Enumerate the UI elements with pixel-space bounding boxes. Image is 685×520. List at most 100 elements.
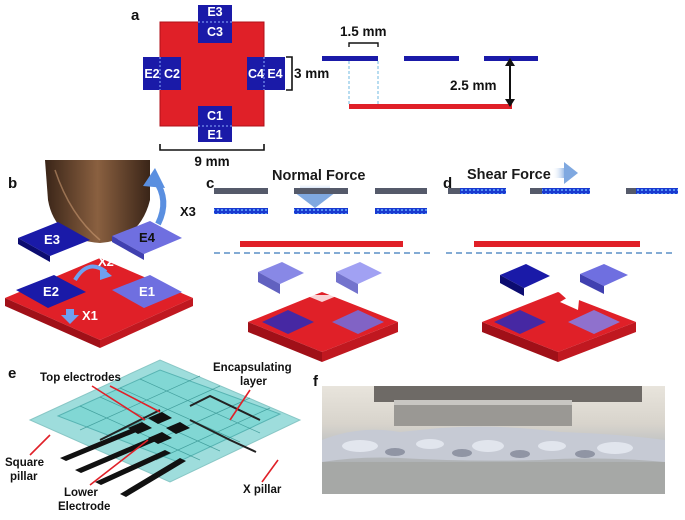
panel-letter-c: c <box>206 175 214 192</box>
d-base-pad-right <box>568 310 620 334</box>
arrow-x-pillar <box>261 459 279 483</box>
label-square-pillar-2: pillar <box>10 471 38 483</box>
lower-electrode-traces <box>60 412 190 497</box>
d-float-pad-2-side <box>580 274 604 294</box>
width-bracket <box>159 144 265 151</box>
c-base-top <box>248 292 398 352</box>
label-C1: C1 <box>207 109 223 123</box>
shear-force-title: Shear Force <box>467 167 551 183</box>
c-top-layer-3 <box>375 188 427 194</box>
c-press-arrow <box>305 295 339 302</box>
d-shear-arrow-head <box>560 290 580 310</box>
label-X1: X1 <box>82 308 98 323</box>
base-right-side <box>100 298 193 348</box>
d-base-top <box>482 292 636 352</box>
shear-arrow-shaft <box>552 168 566 178</box>
panel-letter-f: f <box>313 373 319 390</box>
top-electrode-bar-2 <box>404 56 459 61</box>
x3-arrowhead <box>143 168 165 188</box>
panel-letter-e: e <box>8 365 16 382</box>
pad-E2 <box>16 275 86 308</box>
panel-e: e Top <box>5 359 302 513</box>
arrow-top-electrodes-2 <box>109 385 161 413</box>
panel-c: c Normal Force <box>206 168 430 362</box>
label-X2: X2 <box>98 254 114 269</box>
d-base-right <box>558 322 636 362</box>
arrow-encapsulating <box>229 389 251 421</box>
d-base-pad-left <box>494 310 546 334</box>
shear-arrow-head <box>564 162 578 184</box>
finger-highlight <box>54 169 101 241</box>
d-float-pad-1 <box>500 264 550 288</box>
c-blue-layer-3 <box>375 208 427 214</box>
panel-d: d Shear Force <box>443 162 678 362</box>
c-base-right <box>322 322 398 362</box>
x2-arrowhead <box>100 266 112 280</box>
electrode-pad-bottom <box>198 106 232 142</box>
top-electrode-bar-3 <box>484 56 538 61</box>
label-encapsulating-2: layer <box>240 376 267 388</box>
pad-label: 3 mm <box>294 66 329 81</box>
gap-label: 1.5 mm <box>340 24 387 39</box>
c-blue-layer-1 <box>214 208 268 214</box>
label-E4: E4 <box>267 67 282 81</box>
c-blue-layer-2 <box>294 208 348 214</box>
bottom-electrode-bar <box>349 104 512 109</box>
c-base-pad-left <box>262 310 314 334</box>
width-label: 9 mm <box>194 154 229 169</box>
label-E3: E3 <box>207 5 222 19</box>
pad-E3 <box>18 222 90 256</box>
label-encapsulating-1: Encapsulating <box>213 362 292 374</box>
label-E2-b: E2 <box>43 284 59 299</box>
pad-E1 <box>112 275 182 308</box>
c-float-pad-2 <box>336 262 382 284</box>
photo-block-highlight <box>394 400 572 405</box>
panel-letter-d: d <box>443 175 452 192</box>
pad-E4 <box>112 221 182 254</box>
label-X3: X3 <box>180 204 196 219</box>
photo-table-surface <box>322 462 665 494</box>
pad-E4-side <box>112 236 144 260</box>
c-base-left <box>248 322 322 362</box>
height-arrow-up <box>505 58 515 66</box>
c-top-layer-2 <box>294 188 348 194</box>
label-E1-b: E1 <box>139 284 155 299</box>
label-top-electrodes: Top electrodes <box>40 372 121 384</box>
height-arrow-down <box>505 99 515 107</box>
panel-f: f <box>313 373 665 494</box>
c-float-pad-1 <box>258 262 304 284</box>
label-E4-b: E4 <box>139 230 156 245</box>
label-lower-electrode-1: Lower <box>64 487 98 499</box>
pad-E3-side <box>18 238 50 262</box>
panel-a: a E3 C3 E2 C2 C4 E4 C1 E1 9 mm 3 mm 1.5 … <box>131 5 538 169</box>
normal-force-title: Normal Force <box>272 168 365 184</box>
electrode-pad-left <box>143 57 181 90</box>
arrow-top-electrodes-1 <box>91 385 146 421</box>
arrow-lower-electrode <box>89 439 149 486</box>
d-red-layer <box>474 241 640 247</box>
panel-b: b X3 E3 E4 E2 E1 X2 X1 <box>5 160 196 348</box>
d-blue-layer-1 <box>460 188 506 194</box>
gap-bracket <box>348 42 379 47</box>
panel-letter-a: a <box>131 7 140 24</box>
arrow-square-pillar <box>29 434 51 456</box>
photo-top-plate <box>374 386 642 402</box>
finger-shape <box>45 160 150 243</box>
photo-sensor-highlights <box>342 439 633 454</box>
d-float-pad-1-side <box>500 275 524 296</box>
label-x-pillar: X pillar <box>243 484 282 496</box>
label-C3: C3 <box>207 25 223 39</box>
photo-sensor-shadows <box>385 448 595 458</box>
label-square-pillar-1: Square <box>5 457 44 469</box>
top-electrode-bar-1 <box>322 56 378 61</box>
electrode-pad-top <box>198 5 232 43</box>
panel-letter-b: b <box>8 175 17 192</box>
c-float-pad-1-side <box>258 272 280 294</box>
d-float-pad-2 <box>580 264 628 286</box>
top-electrode-traces <box>99 394 261 453</box>
c-red-layer <box>240 241 403 247</box>
label-E2: E2 <box>144 67 159 81</box>
label-E1: E1 <box>207 128 222 142</box>
c-float-pad-2-side <box>336 272 358 294</box>
